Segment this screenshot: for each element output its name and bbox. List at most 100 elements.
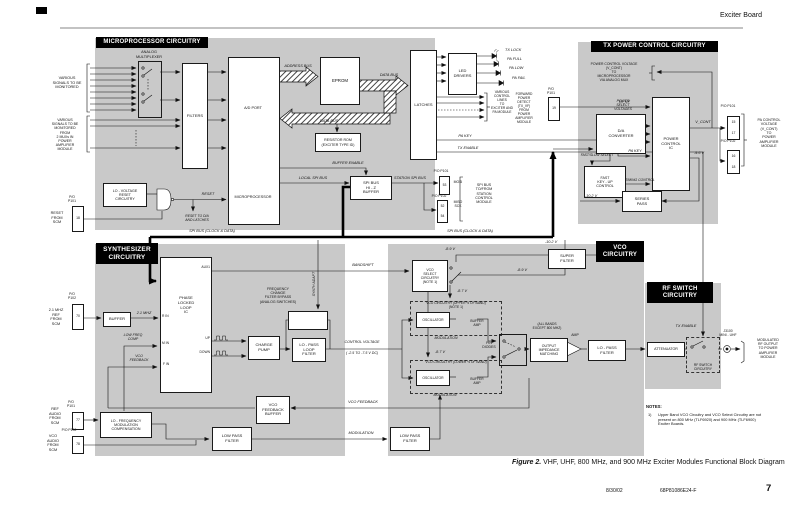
label-conn-miso: P/O P102 [431, 194, 447, 198]
label-amp: AMP [571, 333, 579, 337]
connector-fwd-p101: 19 [548, 97, 560, 121]
footer-date: 8/30/02 [606, 488, 623, 494]
block-buffer: BUFFER [103, 312, 131, 327]
label-station-spi-bus: STATION SPI BUS [394, 176, 426, 180]
label-conn-vcont-2: P/O P102 [720, 139, 736, 143]
block-rf-switch: RF SWITCH CIRCUITRY [686, 337, 720, 373]
label-spi-clock-data-left: SPI BUS (CLOCK & DATA) [189, 229, 235, 233]
label-conn-vco-audio: P/O P102 [61, 428, 77, 432]
section-header-vco: VCO CIRCUITRY [596, 241, 644, 262]
label-modulated-output: MODULATED RF OUTPUT TO POWER AMPLIFIER M… [757, 338, 779, 359]
figure-label: Figure 2. [512, 459, 542, 466]
label-modulation-upper: MODULATION [434, 336, 458, 340]
block-spi-hiz-buffer: SPI BUS HI - Z BUFFER [350, 176, 392, 200]
label-forward-power-detect: FORWARD POWER DETECT (TX_VF) FROM POWER … [515, 92, 533, 124]
label-led-tx-lock: TX LOCK [505, 48, 522, 52]
label-neg-8-9-b: -8.9 V [516, 268, 528, 272]
label-neg-9-6: -9.6 V [693, 151, 705, 155]
label-all-bands: (ALL BANDS EXCEPT 800 MHZ) [532, 322, 562, 330]
label-analog-multiplexer: ANALOG MULTIPLEXER [135, 50, 163, 59]
label-pa-key-2: PA KEY [628, 149, 642, 153]
page-header: Exciter Board [719, 12, 762, 19]
block-microprocessor [228, 57, 280, 225]
block-led-drivers: LED DRIVERS [448, 53, 477, 95]
label-data-bus-1: DATA BUS [379, 73, 399, 77]
label-reset: RESET [201, 192, 215, 196]
block-low-pass-vco: LOW PASS FILTER [390, 427, 430, 451]
notes-title: NOTES: [646, 404, 662, 409]
label-low-freq-comp: LOW FREQ COMP [123, 333, 143, 342]
label-ref-audio: REF AUDIO FROM SCM [48, 407, 62, 425]
label-control-voltage-2: ( -2.5 TO -7.5 V DC) [345, 351, 379, 355]
label-conn-ref: P/O P102 [68, 292, 76, 301]
label-various-control-lines: VARIOUS CONTROL LINES TO EXCITER AND PA … [491, 90, 513, 114]
connector-reset-p101: 18 [72, 206, 84, 232]
label-vco-audio: VCO AUDIO FROM SCM [46, 434, 60, 452]
label-freq-change-bypass: FREQUENCY CHANGE FILTER BYPASS (ANALOG S… [259, 287, 297, 304]
label-pll-min: M IN [162, 341, 169, 345]
block-super-filter: SUPER FILTER [548, 249, 586, 269]
connector-vco-audio-p102: 78 [72, 436, 84, 454]
block-resistor-rom: RESISTOR ROM (EXCITER TYPE ID) [315, 133, 361, 152]
block-loop-filter: LO - PASS LOOP FILTER [292, 338, 326, 362]
block-bypass-switch [288, 311, 328, 330]
label-power-control-voltage: POWER CONTROL VOLTAGE (V_CONT) TO MICROP… [590, 62, 638, 83]
label-neg-8-7-b: -8.7 V [434, 350, 446, 354]
label-synth-adapt: SYNTH ADAPT [311, 271, 316, 297]
label-mosi: MOSI [453, 180, 463, 184]
label-21mhz: 2.1 MHZ [136, 311, 152, 315]
label-pll-rin: R IN [162, 314, 169, 318]
label-tx-enable-1: TX ENABLE [457, 146, 479, 150]
block-eprom: EPROM [320, 57, 360, 105]
label-various-signals-2: VARIOUS SIGNALS TO BE MONITORED FROM 2 M… [51, 118, 79, 152]
label-various-signals-1: VARIOUS SIGNALS TO BE MONITORED [52, 76, 82, 90]
label-fast-slow-select: FAST/SLOW SELECT [580, 153, 614, 157]
label-pll-up: UP [205, 336, 210, 340]
label-control-voltage-1: CONTROL VOLTAGE [344, 340, 380, 344]
connector-ref-audio-p101: 77 [72, 412, 84, 430]
label-pin-diodes: PIN DIODES [482, 341, 496, 350]
block-lo-freq-mod-comp: LO - FREQUENCY MODULATION COMPENSATION [100, 412, 152, 438]
label-reset-to-da: RESET TO D/A AND LATCHES [185, 214, 209, 223]
block-pll-ic: PHASE LOCKED LOOP IC [160, 257, 212, 393]
block-output-impedance: OUTPUT IMPEDANCE MATCHING [530, 338, 568, 362]
note-1-number: 1) [648, 412, 652, 417]
block-latches: LATCHES [410, 50, 437, 160]
label-pll-aux1: AUX1 [201, 265, 210, 269]
label-address-bus: ADDRESS BUS [284, 64, 312, 68]
label-ad-port: A/D PORT [244, 106, 262, 110]
label-neg-8-9-a: -8.9 V [444, 247, 456, 251]
block-lo-pass-vco: LO - PASS FILTER [588, 340, 626, 361]
label-vco-feedback: VCO FEEDBACK [348, 400, 378, 404]
block-power-control-ic: POWER CONTROL IC [652, 97, 690, 191]
label-timing-control: TIMING CONTROL [625, 178, 655, 182]
label-tx-enable-2: TX ENABLE [675, 324, 697, 328]
section-header-microprocessor: MICROPROCESSOR CIRCUITRY [96, 37, 208, 48]
label-local-spi-bus: LOCAL SPI BUS [298, 176, 328, 180]
footer-doc-number: 68P81086E24-F [660, 488, 697, 494]
label-led-pa-full: PA FULL [507, 57, 522, 61]
label-buffer-enable: BUFFER ENABLE [332, 161, 364, 165]
label-conn-vcont-1: P/O P101 [720, 104, 736, 108]
label-buffer-amp-upper: BUFFER AMP [470, 319, 484, 327]
figure-caption: Figure 2. VHF, UHF, 800 MHz, and 900 MHz… [512, 459, 785, 466]
block-oscillator-upper: OSCILLATOR [416, 312, 450, 328]
label-led-pa-fail: PA FAIL [512, 76, 526, 80]
corner-mark [36, 7, 47, 14]
block-analog-multiplexer [138, 61, 162, 118]
section-header-rf-switch: RF SWITCH CIRCUITRY [647, 282, 713, 303]
label-neg-10-2-a: -10.2 V [584, 194, 598, 198]
label-j3100: J3100 MINI - UHF [719, 329, 737, 338]
block-lo-voltage-reset: LO - VOLTAGE RESET CIRCUITRY [103, 183, 147, 207]
label-v-cont: V_CONT [695, 120, 711, 124]
block-da-converter: D/A CONVERTER [596, 114, 646, 154]
label-power-select-voltages: POWER SELECT VOLTAGES [614, 99, 632, 112]
block-vco-lower: VCO CIRCU1TRY (LOWER ½ OF BAND) [410, 360, 502, 394]
footer-page-number: 7 [766, 483, 772, 494]
label-spi-clock-data-right: SPI BUS (CLOCK & DATA) [447, 229, 493, 233]
label-conn-reset: P/O P101 [68, 195, 76, 204]
